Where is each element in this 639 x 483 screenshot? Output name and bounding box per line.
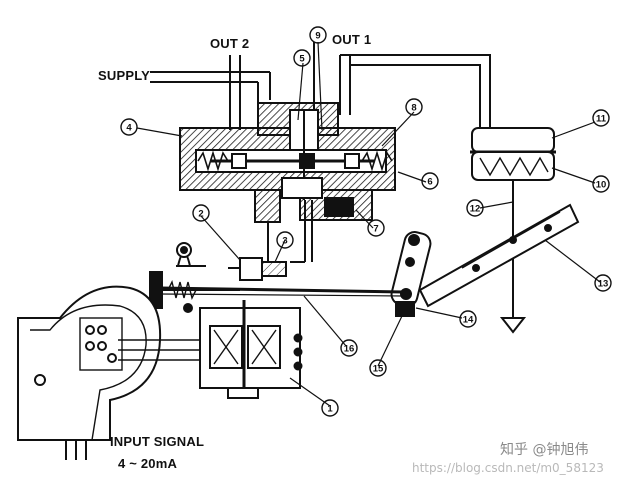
callout-number: 16: [344, 343, 355, 354]
callout-13: 13: [594, 274, 612, 292]
callout-circle: [459, 310, 477, 328]
feedback-lever: [418, 203, 580, 308]
out2-pipe: [229, 55, 241, 130]
callout-circle: [120, 118, 138, 136]
input-signal-label: INPUT SIGNAL: [110, 434, 204, 449]
callout-number: 14: [463, 314, 474, 325]
callout-number: 10: [596, 179, 607, 190]
ground-symbol: [499, 317, 527, 334]
orifice-block: [324, 197, 354, 217]
callout-circle: [592, 109, 610, 127]
torque-motor: [199, 300, 303, 399]
callout-number: 5: [299, 53, 305, 64]
callout-4: 4: [120, 118, 138, 136]
cam-arm: [390, 231, 432, 317]
callout-7: 7: [367, 219, 385, 237]
callout-circle: [192, 204, 210, 222]
callout-circle: [367, 219, 385, 237]
callout-number: 6: [427, 176, 432, 187]
callout-8: 8: [405, 98, 423, 116]
callout-15: 15: [369, 359, 387, 377]
out2-label: OUT 2: [210, 36, 249, 51]
callout-number: 15: [373, 363, 384, 374]
flapper-beam: [159, 286, 405, 294]
callout-number: 7: [373, 223, 378, 234]
supply-label: SUPPLY: [98, 68, 150, 83]
callout-11: 11: [592, 109, 610, 127]
callout-number: 1: [327, 403, 333, 414]
diaphragm-actuator: [470, 127, 556, 200]
callout-2: 2: [192, 204, 210, 222]
callout-circle: [369, 359, 387, 377]
callout-circle: [321, 399, 339, 417]
nozzle-assembly: [228, 257, 287, 281]
callout-number: 8: [411, 102, 416, 113]
out1-label: OUT 1: [332, 32, 371, 47]
callout-circle: [405, 98, 423, 116]
left-spring: [197, 150, 229, 172]
callout-6: 6: [421, 172, 439, 190]
signal-wires: [118, 339, 200, 361]
supply-pipe: [150, 71, 271, 128]
out1-pipe: [339, 54, 491, 128]
callout-number: 4: [126, 122, 132, 133]
callout-circle: [293, 49, 311, 67]
callout-10: 10: [592, 175, 610, 193]
zero-adjust: [149, 242, 240, 313]
watermark-brand: 知乎 @钟旭伟: [500, 441, 588, 458]
callout-number: 9: [315, 30, 320, 41]
callout-5: 5: [293, 49, 311, 67]
callout-number: 12: [470, 203, 481, 214]
callout-9: 9: [309, 26, 327, 44]
callout-1: 1: [321, 399, 339, 417]
input-signal-range: 4 ~ 20mA: [118, 456, 177, 471]
terminal-housing: [17, 285, 162, 460]
callout-number: 2: [198, 208, 203, 219]
callout-circle: [594, 274, 612, 292]
leader-lines: [136, 41, 601, 407]
right-spring: [361, 150, 393, 172]
watermark-url: https://blog.csdn.net/m0_58123: [412, 461, 604, 475]
callout-14: 14: [459, 310, 477, 328]
pilot-valve-body: [179, 102, 396, 223]
callout-circle: [592, 175, 610, 193]
callout-number: 13: [598, 278, 609, 289]
callout-number: 11: [596, 113, 607, 124]
